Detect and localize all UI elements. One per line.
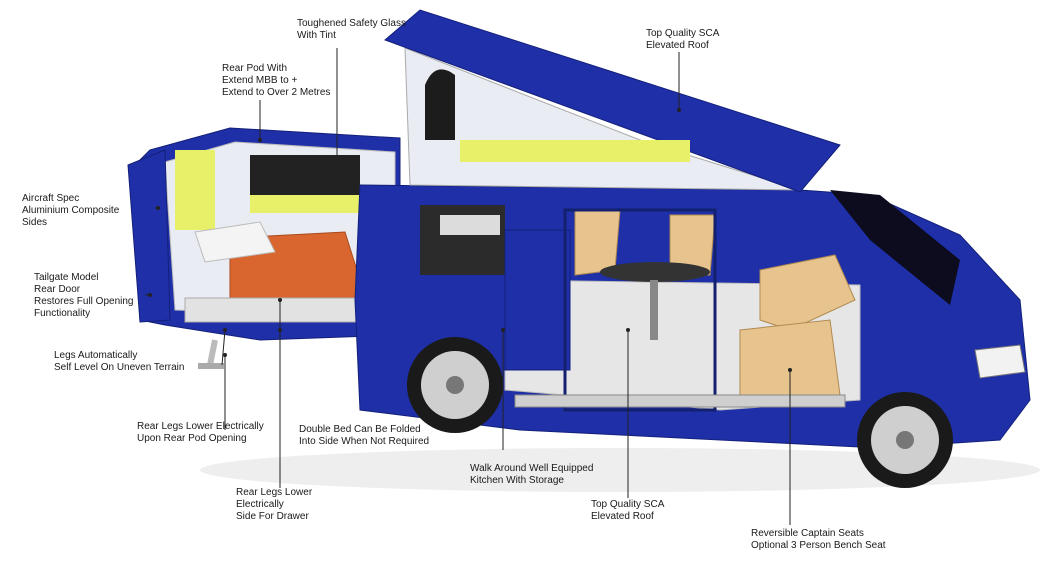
leader-dot — [278, 298, 282, 302]
kitchen-counter — [440, 215, 500, 235]
kitchen-door — [504, 229, 571, 371]
leader-dot — [335, 158, 339, 162]
roof-yellow-strip — [460, 140, 690, 162]
tailgate-door — [127, 149, 171, 323]
front-wheel — [857, 392, 953, 488]
support-leg-foot — [198, 363, 224, 369]
leader-dot — [278, 328, 282, 332]
captain-seat — [759, 254, 856, 331]
dining-seat — [574, 209, 621, 276]
leader-dot — [788, 368, 792, 372]
leader-dot — [677, 108, 681, 112]
windscreen — [830, 190, 960, 305]
leader-dot — [258, 138, 262, 142]
headlight — [974, 344, 1026, 379]
dining-table — [600, 262, 710, 282]
table-leg — [650, 280, 658, 340]
dining-seat-2 — [669, 214, 716, 276]
leader-dot — [148, 293, 152, 297]
leader-dot — [223, 328, 227, 332]
pod-yellow-strip — [250, 195, 360, 213]
pod-window — [250, 155, 360, 195]
side-step — [514, 394, 846, 408]
support-leg — [207, 339, 218, 366]
leader-dot — [223, 353, 227, 357]
popup-roof-window — [425, 69, 455, 140]
pod-yellow-panel — [175, 150, 215, 230]
bed-pillow — [194, 221, 276, 263]
leader-dot — [626, 328, 630, 332]
rear-wheel — [407, 337, 503, 433]
ground-shadow — [200, 448, 1040, 492]
sliding-door-opening — [563, 208, 717, 412]
leader-line — [221, 329, 226, 366]
bed-base — [184, 297, 361, 323]
leader-dot — [156, 206, 160, 210]
leader-dot — [501, 328, 505, 332]
leader-lines — [145, 48, 792, 525]
